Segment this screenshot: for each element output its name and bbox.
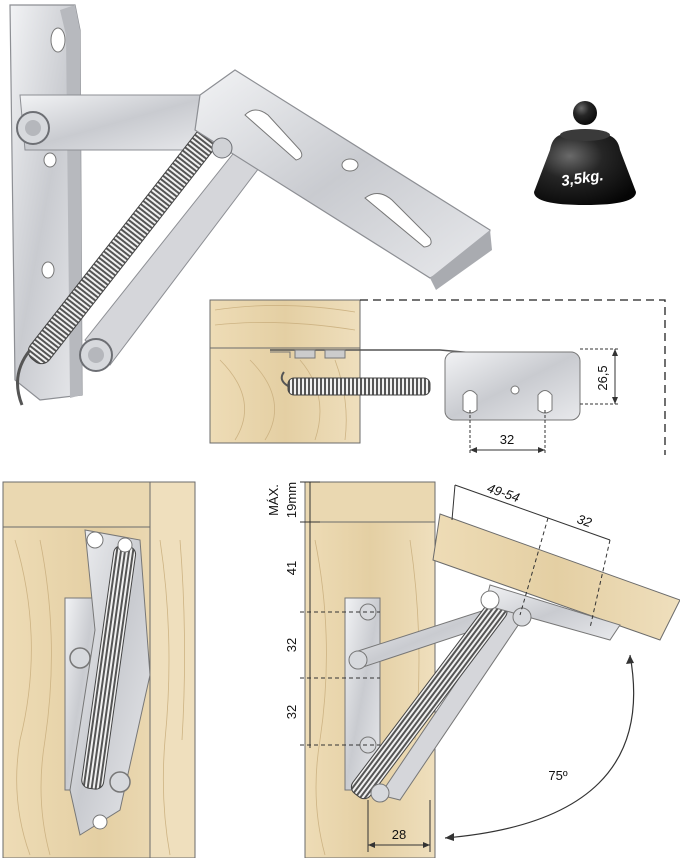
angle-label: 75º	[548, 768, 567, 783]
weight-badge: 3,5kg.	[534, 101, 636, 205]
top-view-spring	[287, 377, 431, 396]
dim-max-label: MÁX.	[266, 484, 281, 516]
open-view-diagram: MÁX. 19mm 41 32 32 28 49-54 32 75º	[266, 480, 680, 858]
top-view-dim-width: 32	[500, 432, 514, 447]
dim-32-a: 32	[284, 638, 299, 652]
dim-41: 41	[284, 561, 299, 575]
dim-32-c: 32	[575, 511, 594, 530]
dim-max-value: 19mm	[284, 482, 299, 518]
hinge-product-photo	[9, 4, 492, 406]
dim-49-54: 49-54	[485, 480, 521, 505]
closed-view-diagram	[2, 481, 196, 858]
weight-knob	[573, 101, 597, 125]
dim-32-b: 32	[284, 705, 299, 719]
dim-28: 28	[392, 827, 406, 842]
top-view-dim-height: 26,5	[595, 365, 610, 390]
top-view-diagram: 26,5 32	[209, 299, 666, 455]
weight-body	[534, 135, 636, 205]
weight-label: 3,5kg.	[560, 167, 604, 190]
